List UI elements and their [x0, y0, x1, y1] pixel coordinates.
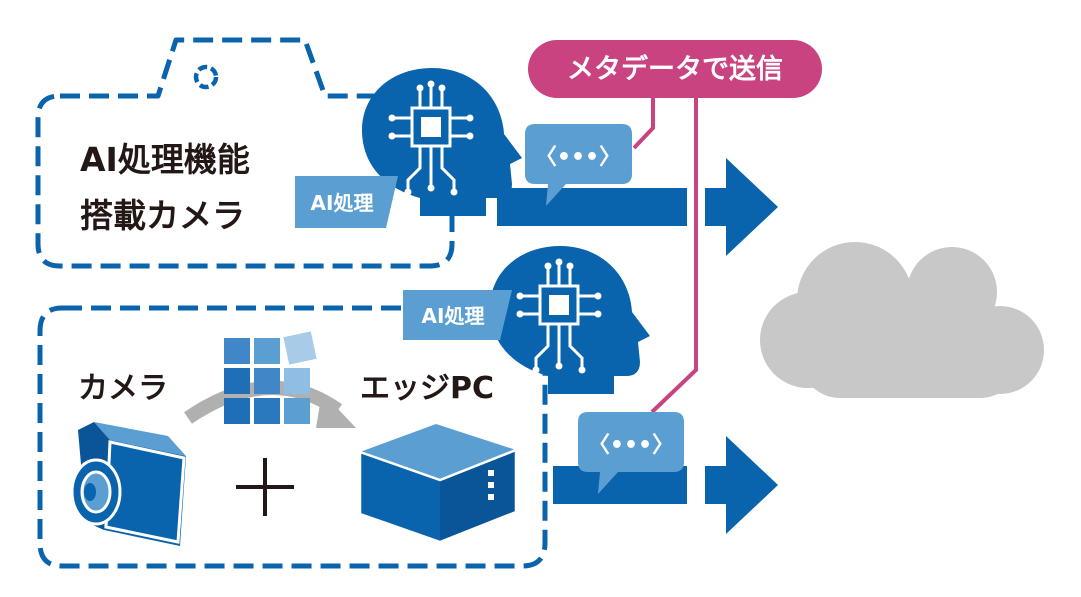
metadata-callout-text: メタデータで送信: [567, 53, 783, 85]
smart-camera-title-line1: AI処理機能: [80, 140, 250, 179]
ai-head-icon: [362, 68, 522, 216]
chat-bubble-text-bottom: 〈•••〉: [588, 433, 674, 458]
ai-tag-top-text: AI処理: [311, 191, 374, 215]
ai-tag-top: AI処理: [295, 176, 398, 228]
camera-lens-dot-icon: [193, 64, 219, 90]
ai-tag-bottom-text: AI処理: [422, 304, 485, 328]
arrow-right-icon: [497, 158, 778, 256]
data-blocks-icon: [224, 331, 317, 424]
arrow-right-icon-bottom: [553, 436, 778, 534]
plus-icon: [236, 458, 294, 516]
ai-tag-bottom: AI処理: [403, 290, 512, 340]
camera-label: カメラ: [78, 371, 168, 406]
edge-setup-outline: [37, 305, 548, 569]
chat-bubble-icon: 〈•••〉: [525, 124, 632, 206]
cloud-icon: [760, 242, 1044, 398]
edge-pc-label: エッジPC: [360, 371, 494, 406]
chat-bubble-text: 〈•••〉: [535, 145, 621, 170]
metadata-connector-lines: [632, 92, 698, 414]
metadata-callout: メタデータで送信: [528, 40, 822, 98]
edge-pc-icon: [358, 424, 518, 544]
camera-icon: [70, 422, 186, 546]
smart-camera-outline: [35, 37, 455, 269]
ai-head-icon-bottom: [490, 246, 650, 394]
smart-camera-title-line2: 搭載カメラ: [80, 196, 245, 235]
chat-bubble-icon-bottom: 〈•••〉: [578, 412, 684, 494]
